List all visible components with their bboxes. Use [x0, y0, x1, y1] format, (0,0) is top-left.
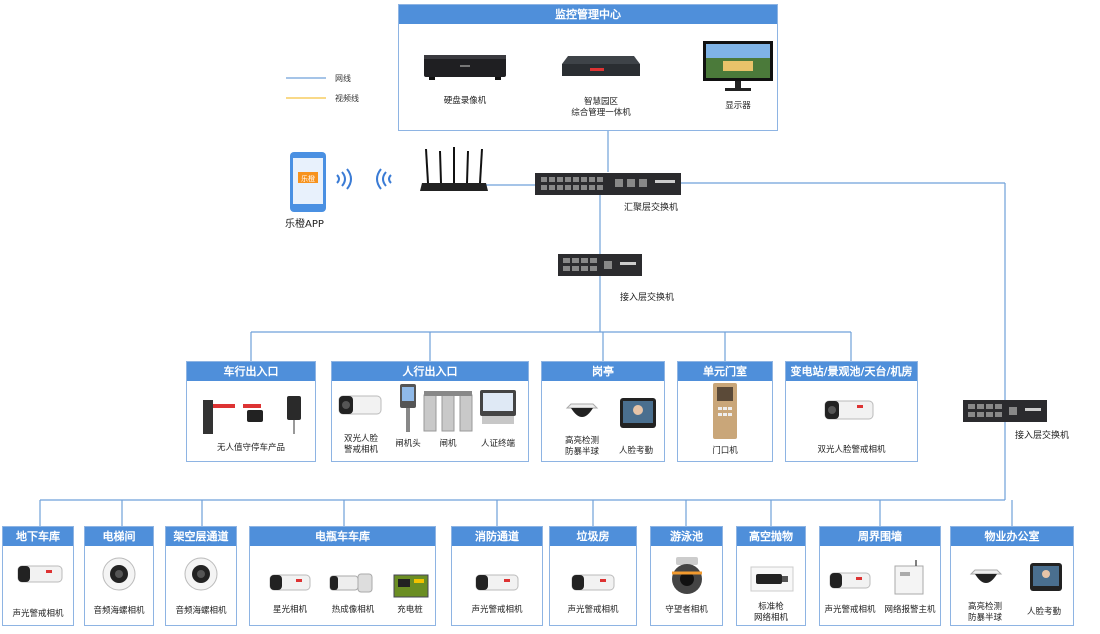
zone-title: 电瓶车车库 [250, 527, 435, 546]
zone-title: 高空抛物 [737, 527, 805, 546]
face-attendance-icon [1030, 563, 1062, 591]
legend-net-label: 网线 [335, 74, 351, 83]
audio-alarm-camera-icon [829, 572, 871, 589]
mgmt-label-line1: 智慧园区 [583, 97, 618, 107]
thermal-camera-icon [329, 573, 373, 593]
item-label: 充电桩 [397, 605, 423, 615]
dual-light-face-camera-icon [824, 400, 874, 420]
door-station-icon [713, 383, 737, 439]
zone-guard-booth: 岗亭 [541, 361, 665, 462]
zone-title: 单元门室 [678, 362, 772, 381]
conch-camera-icon [102, 557, 136, 591]
zone-title: 岗亭 [542, 362, 664, 381]
wifi-signal-icon [336, 168, 392, 190]
monitoring-center-title: 监控管理中心 [399, 5, 777, 24]
zone-title: 游泳池 [651, 527, 722, 546]
item-label: 防暴半球 [564, 447, 599, 457]
monitor-label: 显示器 [725, 101, 751, 111]
zone-title: 变电站/景观池/天台/机房 [786, 362, 917, 381]
zone-high-altitude-throwing: 高空抛物 [736, 526, 806, 626]
item-label: 闸机头 [395, 439, 421, 449]
monitor-device [703, 41, 773, 91]
nvr-label: 硬盘录像机 [443, 96, 487, 106]
item-label: 守望者相机 [665, 605, 708, 615]
item-label: 无人值守停车产品 [216, 443, 285, 453]
aggregation-switch [535, 173, 681, 195]
item-label: 警戒相机 [343, 445, 378, 455]
id-terminal-icon [480, 390, 516, 424]
item-label: 热成像相机 [331, 605, 375, 615]
dome-camera-icon [565, 403, 599, 417]
item-label: 双光人脸警戒相机 [817, 445, 886, 455]
item-label: 门口机 [712, 446, 738, 456]
access-switch-right-label: 接入层交换机 [1015, 431, 1070, 441]
aggregation-switch-label: 汇聚层交换机 [624, 203, 679, 213]
audio-alarm-camera-icon [17, 565, 63, 583]
item-label: 声光警戒相机 [567, 605, 619, 615]
nvr-device [424, 55, 506, 80]
item-label: 声光警戒相机 [12, 609, 64, 619]
audio-alarm-camera-icon [475, 574, 519, 591]
parking-barrier-icon [203, 396, 301, 434]
item-label: 音频海螺相机 [175, 606, 227, 616]
app-label: 乐橙APP [285, 219, 324, 230]
zone-title: 消防通道 [452, 527, 542, 546]
item-label: 网络报警主机 [884, 605, 936, 615]
item-label-multi: 高亮检测 防暴半球 [550, 436, 614, 458]
zone-title: 架空层通道 [166, 527, 236, 546]
mgmt-server-device [562, 56, 640, 76]
zone-swimming-pool: 游泳池 [650, 526, 723, 626]
item-label-multi: 双光人脸 警戒相机 [333, 434, 389, 456]
legend-video-label: 视频线 [335, 94, 359, 103]
app-logo-text: 乐橙 [301, 174, 315, 183]
item-label: 闸机 [439, 439, 457, 449]
zone-title: 电梯间 [85, 527, 153, 546]
item-label: 音频海螺相机 [93, 606, 145, 616]
phone-icon: 乐橙 [290, 152, 326, 212]
mgmt-label-line2: 综合管理一体机 [571, 108, 631, 118]
item-label-multi: 高亮检测 防暴半球 [954, 602, 1016, 624]
item-label-multi: 标准枪 网络相机 [736, 602, 806, 624]
face-attendance-icon [620, 398, 656, 428]
bullet-network-camera-icon [750, 566, 794, 592]
item-label: 标准枪 [758, 602, 784, 612]
item-label: 人脸考勤 [618, 446, 653, 456]
access-switch-label: 接入层交换机 [620, 293, 675, 303]
dual-light-face-camera-icon [338, 395, 382, 415]
charging-pile-icon [393, 574, 429, 598]
item-label: 声光警戒相机 [471, 605, 523, 615]
access-switch [558, 254, 642, 276]
starlight-camera-icon [269, 574, 311, 591]
dome-camera-icon [969, 569, 1003, 583]
item-label: 人证终端 [480, 439, 515, 449]
item-label: 人脸考勤 [1026, 607, 1061, 617]
zone-title: 人行出入口 [332, 362, 528, 381]
watcher-camera-icon [672, 557, 702, 594]
item-label: 星光相机 [272, 605, 307, 615]
zone-title: 物业办公室 [951, 527, 1073, 546]
item-label: 高亮检测 [967, 602, 1002, 612]
router-device [420, 147, 488, 191]
item-label: 声光警戒相机 [824, 605, 876, 615]
zone-substation-etc: 变电站/景观池/天台/机房 [785, 361, 918, 462]
conch-camera-icon [184, 557, 218, 591]
mgmt-server-label: 智慧园区 综合管理一体机 [548, 97, 654, 119]
zone-title: 周界围墙 [820, 527, 940, 546]
legend-swatches [286, 77, 326, 99]
audio-alarm-camera-icon [571, 574, 615, 591]
zone-title: 地下车库 [3, 527, 73, 546]
item-label: 防暴半球 [967, 613, 1002, 623]
item-label: 网络相机 [753, 613, 788, 623]
zone-unit-door: 单元门室 [677, 361, 773, 462]
alarm-host-icon [894, 560, 924, 595]
turnstile-icon [423, 391, 473, 432]
zone-title: 垃圾房 [550, 527, 636, 546]
gate-head-icon [400, 384, 416, 432]
item-label: 双光人脸 [343, 434, 378, 444]
zone-title: 车行出入口 [187, 362, 315, 381]
access-switch-right [963, 400, 1047, 422]
item-label: 高亮检测 [564, 436, 599, 446]
